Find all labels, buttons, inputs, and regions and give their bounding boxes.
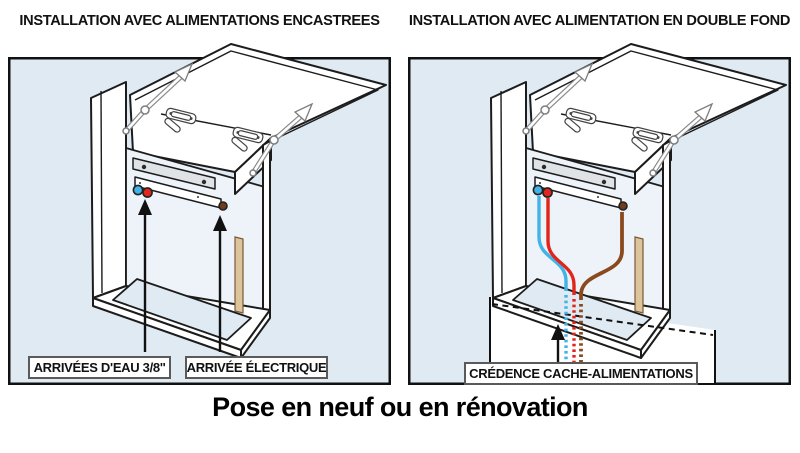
cold-water-inlet-dot [132, 184, 144, 196]
mounting-bracket [132, 157, 222, 209]
cabinet-diagram-double-bottom [408, 57, 791, 385]
arrow-up-icon [138, 199, 152, 352]
lid-stay-arm-left [122, 62, 194, 135]
bracket-screw-icon [201, 179, 207, 185]
electric-cable [579, 212, 624, 300]
hinge-icon [231, 126, 264, 152]
supply-lines [537, 196, 624, 362]
wall-cabinet-drawing [90, 43, 387, 359]
electric-inlet-dot [218, 201, 228, 211]
cold-water-pipe [537, 196, 568, 291]
stay-arrow-tip-icon [173, 62, 194, 83]
panel-title-right: INSTALLATION AVEC ALIMENTATION EN DOUBLE… [408, 13, 791, 29]
lid-stay-arm-right [249, 102, 314, 177]
bracket-screw-icon [141, 164, 147, 170]
panel-recessed-supplies: INSTALLATION AVEC ALIMENTATIONS ENCASTRE… [8, 0, 391, 392]
cabinet-diagram-recessed [8, 43, 391, 385]
cabinet-bottom-frame [92, 278, 271, 359]
callout-electric-inlet: ARRIVÉE ÉLECTRIQUE [185, 356, 328, 379]
hot-water-pipe [546, 198, 576, 295]
arrow-up-icon [213, 215, 227, 352]
arrow-up-icon [551, 324, 565, 362]
wood-strip [234, 236, 244, 314]
cabinet-left-wall [90, 81, 127, 299]
hot-water-inlet-dot [142, 187, 153, 198]
panel-title-left: INSTALLATION AVEC ALIMENTATIONS ENCASTRE… [19, 13, 380, 29]
panel-double-bottom-supplies: INSTALLATION AVEC ALIMENTATION EN DOUBLE… [408, 0, 791, 392]
callout-water-inlets: ARRIVÉES D'EAU 3/8'' [28, 356, 171, 379]
dashed-hidden-edge [491, 303, 714, 336]
stay-arrow-tip-icon [293, 102, 314, 123]
callout-credence: CRÉDENCE CACHE-ALIMENTATIONS [464, 362, 698, 385]
cabinet-right-wall [262, 140, 271, 318]
hinge-icon [164, 107, 197, 133]
figure-caption: Pose en neuf ou en rénovation [212, 392, 588, 422]
